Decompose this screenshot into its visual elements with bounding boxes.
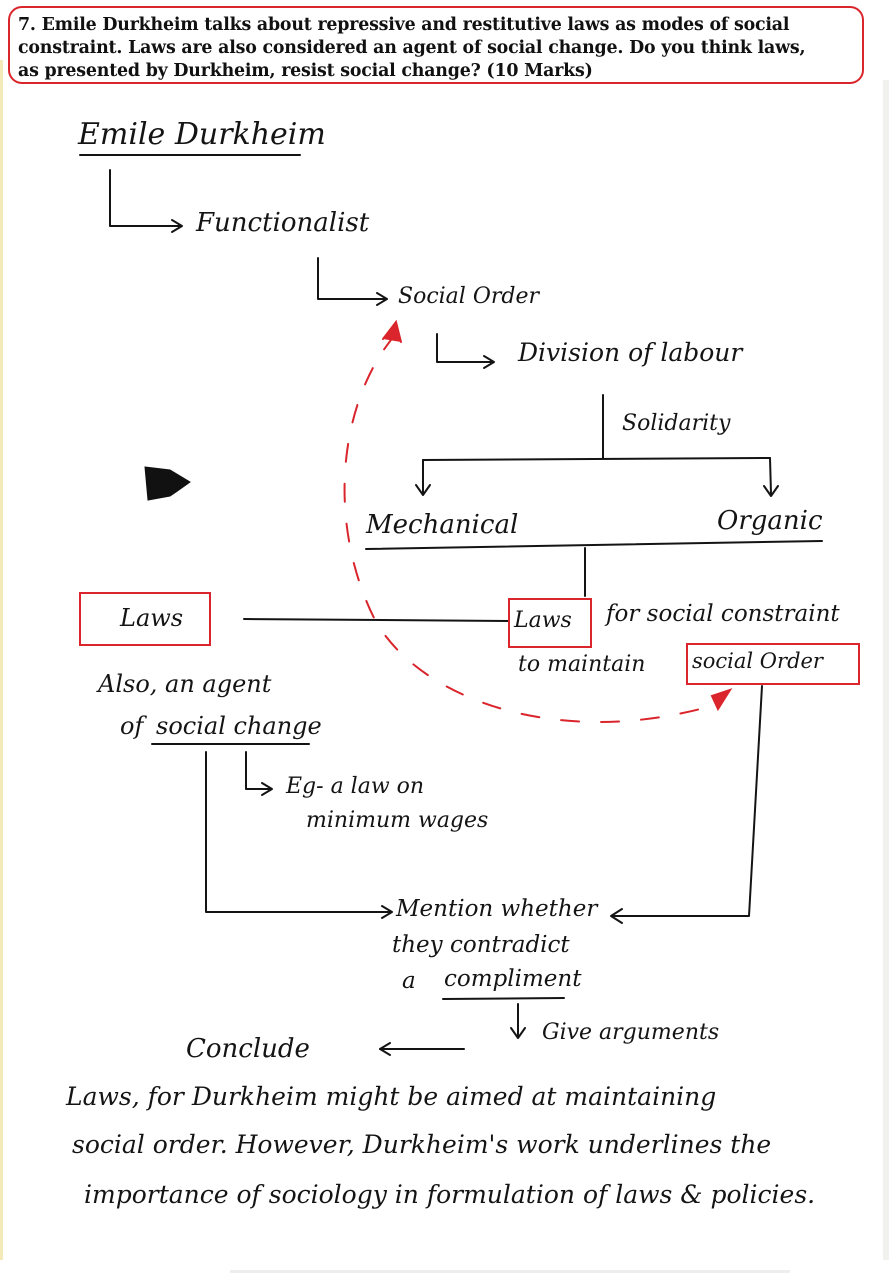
social-order-box-label: social Order [692, 649, 823, 673]
paper-left-edge [0, 60, 3, 1260]
maintain-label: to maintain [518, 652, 646, 677]
also-agent-line-2-of: of [120, 712, 144, 740]
example-line-1: Eg- a law on [286, 774, 425, 799]
functionalist-to-social-order-connector [317, 257, 386, 300]
laws-center-label: Laws [514, 608, 572, 633]
conclusion-line-2: social order. However, Durkheim's work u… [72, 1130, 772, 1159]
node-social-order: Social Order [398, 284, 539, 309]
laws-left-label: Laws [120, 604, 184, 632]
laws-link-line [243, 618, 509, 622]
to-arguments-arrowhead [510, 1027, 526, 1039]
types-underline [365, 540, 823, 550]
conclusion-line-3: importance of sociology in formulation o… [84, 1180, 816, 1209]
laws-center-box [508, 598, 592, 648]
mention-line-1: Mention whether [396, 896, 598, 922]
social-constraint-label: for social constraint [606, 601, 840, 627]
node-mechanical: Mechanical [366, 510, 519, 540]
example-line-2: minimum wages [306, 808, 489, 833]
conclude-label: Conclude [186, 1034, 310, 1064]
to-mechanical-arrowhead [415, 484, 431, 496]
feedback-loop-dashed-arc [343, 334, 716, 723]
left-to-mention-connector [205, 751, 391, 913]
node-solidarity: Solidarity [622, 411, 731, 436]
to-organic-connector [769, 457, 772, 495]
give-arguments-label: Give arguments [542, 1020, 720, 1045]
also-agent-line-2-social-change: social change [156, 712, 322, 740]
feedback-loop-bottom-arrowhead [710, 688, 733, 712]
node-functionalist: Functionalist [196, 208, 370, 238]
to-example-connector [245, 751, 271, 790]
social-order-to-division-connector [436, 333, 493, 363]
ink-blot-mark [144, 466, 191, 501]
right-to-mention-connector [611, 685, 763, 917]
also-agent-line-1: Also, an agent [98, 670, 272, 698]
question-line-3: as presented by Durkheim, resist social … [18, 61, 593, 81]
question-box: 7. Emile Durkheim talks about repressive… [8, 6, 864, 84]
conclusion-line-1: Laws, for Durkheim might be aimed at mai… [66, 1082, 717, 1111]
question-line-2: constraint. Laws are also considered an … [18, 38, 806, 58]
social-order-box [686, 643, 860, 685]
feedback-loop-top-arrowhead [382, 319, 402, 343]
mention-line-3-compliment: compliment [444, 966, 582, 992]
functionalist-to-social-order-arrowhead [376, 292, 388, 306]
laws-left-box [79, 592, 211, 646]
left-to-mention-arrowhead [381, 905, 393, 919]
to-example-arrowhead [261, 782, 273, 796]
question-line-1: 7. Emile Durkheim talks about repressive… [18, 15, 790, 35]
to-conclude-arrowhead [379, 1042, 391, 1056]
right-to-mention-arrowhead [610, 908, 623, 924]
root-node-emile-durkheim: Emile Durkheim [78, 117, 326, 152]
to-organic-arrowhead [763, 485, 779, 497]
node-division-of-labour: Division of labour [518, 338, 743, 367]
compliment-underline [442, 997, 565, 1000]
root-to-functionalist-connector [109, 169, 181, 227]
paper-right-edge [883, 80, 889, 1260]
solidarity-split-line [422, 457, 771, 461]
mention-line-3-or: a [402, 968, 416, 994]
root-to-functionalist-arrowhead [171, 219, 183, 233]
social-order-to-division-arrowhead [483, 355, 495, 369]
node-organic: Organic [717, 506, 823, 536]
bottom-ink-bleed [230, 1270, 790, 1273]
mention-line-2: they contradict [392, 932, 570, 958]
